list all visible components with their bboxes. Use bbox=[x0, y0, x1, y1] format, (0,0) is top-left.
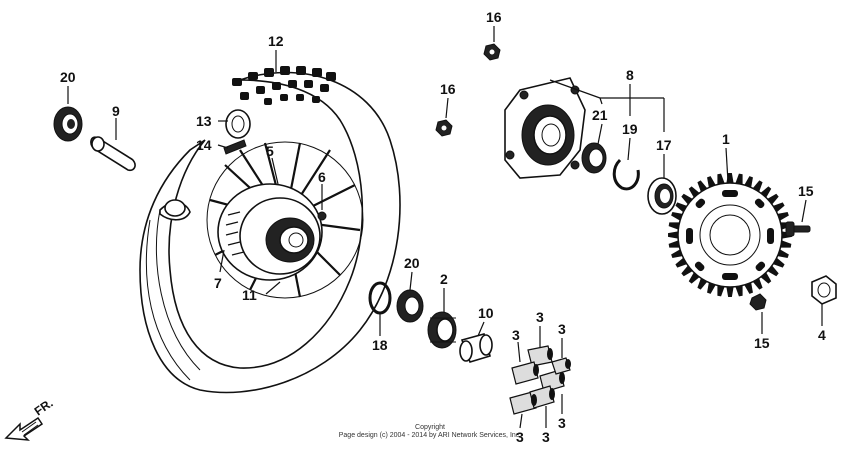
sprocket-tooth bbox=[735, 173, 743, 185]
rim-strap-illustration bbox=[223, 139, 247, 155]
sprocket-tooth bbox=[707, 176, 716, 188]
sprocket-tooth bbox=[717, 285, 725, 297]
sprocket-flange-illustration bbox=[504, 77, 586, 179]
label-part-6: 6 bbox=[318, 169, 326, 185]
label-part-11: 11 bbox=[242, 287, 257, 303]
label-part-12: 12 bbox=[268, 33, 284, 49]
label-part-4: 4 bbox=[818, 327, 826, 343]
label-part-16-middle: 16 bbox=[440, 81, 456, 97]
label-part-10: 10 bbox=[478, 305, 494, 321]
label-part-8: 8 bbox=[626, 67, 634, 83]
bearing-left-illustration bbox=[53, 106, 83, 142]
sprocket-bolt-top-illustration bbox=[785, 221, 811, 237]
sprocket-tooth bbox=[668, 231, 679, 239]
label-part-3-c: 3 bbox=[512, 327, 520, 343]
front-arrow-icon bbox=[4, 416, 44, 441]
tube-illustration bbox=[159, 109, 251, 221]
nut-16-middle-illustration bbox=[435, 119, 453, 137]
label-part-3-e: 3 bbox=[542, 429, 550, 445]
sprocket-tooth bbox=[668, 240, 680, 248]
copyright-text: Page design (c) 2004 - 2014 by ARI Netwo… bbox=[338, 432, 522, 439]
label-part-9: 9 bbox=[112, 103, 120, 119]
nut-4-illustration bbox=[811, 275, 837, 305]
wheel-hub-illustration bbox=[206, 141, 364, 299]
label-part-7: 7 bbox=[214, 275, 222, 291]
label-part-16-top: 16 bbox=[486, 9, 502, 25]
sprocket-tooth bbox=[726, 286, 734, 297]
label-part-21: 21 bbox=[592, 107, 608, 123]
sprocket-tooth bbox=[777, 212, 789, 221]
sprocket-tooth bbox=[668, 222, 680, 230]
bearing-21-illustration bbox=[581, 142, 607, 174]
label-part-17: 17 bbox=[656, 137, 672, 153]
label-part-2: 2 bbox=[440, 271, 448, 287]
label-part-5: 5 bbox=[266, 143, 274, 159]
label-part-3-b: 3 bbox=[558, 321, 566, 337]
driven-sprocket-illustration bbox=[668, 173, 792, 297]
sprocket-tooth bbox=[717, 173, 725, 185]
sprocket-tooth bbox=[777, 249, 789, 258]
ring-18-illustration bbox=[368, 281, 392, 315]
nut-16-top-illustration bbox=[483, 43, 501, 61]
label-part-3-f: 3 bbox=[558, 415, 566, 431]
label-part-3-d: 3 bbox=[516, 429, 524, 445]
sprocket-tooth bbox=[671, 249, 683, 258]
bearing-lower-illustration bbox=[396, 289, 424, 323]
sprocket-tooth bbox=[671, 212, 683, 221]
label-part-15-bottom: 15 bbox=[754, 335, 770, 351]
label-part-3-a: 3 bbox=[536, 309, 544, 325]
sprocket-tooth bbox=[744, 282, 753, 294]
oil-seal-17-illustration bbox=[647, 177, 677, 215]
label-part-20-lower: 20 bbox=[404, 255, 420, 271]
circlip-19-illustration bbox=[612, 158, 640, 191]
label-part-15-top: 15 bbox=[798, 183, 814, 199]
collar-10-illustration bbox=[459, 333, 493, 363]
front-direction-indicator: FR. bbox=[4, 396, 56, 441]
copyright-title: Copyright bbox=[415, 424, 445, 431]
spacer-illustration bbox=[90, 136, 136, 172]
sprocket-tooth bbox=[735, 285, 743, 297]
hub-damper-2-illustration bbox=[427, 311, 457, 349]
sprocket-bolt-bottom-illustration bbox=[749, 293, 767, 311]
part-labels: 20 9 12 13 14 5 6 7 11 16 16 8 21 19 17 … bbox=[60, 9, 826, 445]
sprocket-tooth bbox=[707, 282, 716, 294]
sprocket-tooth bbox=[780, 240, 792, 248]
label-part-18: 18 bbox=[372, 337, 388, 353]
copyright-notice: Copyright Page design (c) 2004 - 2014 by… bbox=[300, 424, 560, 440]
tire-illustration bbox=[139, 66, 401, 394]
label-part-20-top: 20 bbox=[60, 69, 76, 85]
leader-lines bbox=[67, 26, 823, 429]
label-part-14: 14 bbox=[196, 137, 212, 153]
label-part-1: 1 bbox=[722, 131, 730, 147]
label-part-19: 19 bbox=[622, 121, 638, 137]
front-direction-label: FR. bbox=[32, 396, 56, 419]
rubber-dampers-3-illustration bbox=[509, 345, 571, 415]
label-part-13: 13 bbox=[196, 113, 212, 129]
sprocket-tooth bbox=[744, 176, 753, 188]
